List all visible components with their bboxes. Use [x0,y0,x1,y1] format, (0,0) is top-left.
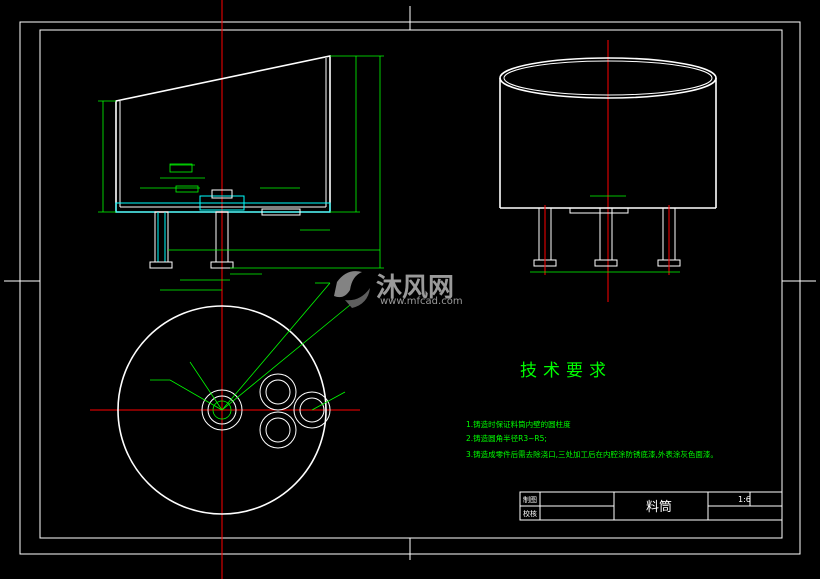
watermark-logo-icon [334,271,370,308]
drawing-frame [4,6,816,560]
watermark: 沐风网 www.mfcad.com [334,271,463,308]
title-block: 制图 校核 料筒 1:6 [519,491,783,521]
tech-requirement-3: 3.铸造成零件后需去除浇口,三处加工后在内腔涂防锈底漆,外表涂灰色面漆。 [466,449,718,459]
top-view [90,282,360,515]
tech-requirements-title: 技术要求 [520,361,612,381]
title-block-drawn-label: 制图 [523,495,537,504]
tech-requirements: 技术要求 1.铸造时保证料筒内壁的圆柱度 2.铸造圆角半径R3~R5; 3.铸造… [466,361,718,459]
front-section-view [98,0,384,579]
tech-requirement-1: 1.铸造时保证料筒内壁的圆柱度 [466,419,571,429]
title-block-scale: 1:6 [738,495,751,504]
watermark-url: www.mfcad.com [380,296,463,307]
side-view [499,40,717,302]
watermark-brand: 沐风网 [376,273,454,303]
title-block-part-name: 料筒 [646,499,672,515]
title-block-checked-label: 校核 [523,509,537,518]
tech-requirement-2: 2.铸造圆角半径R3~R5; [466,433,547,443]
